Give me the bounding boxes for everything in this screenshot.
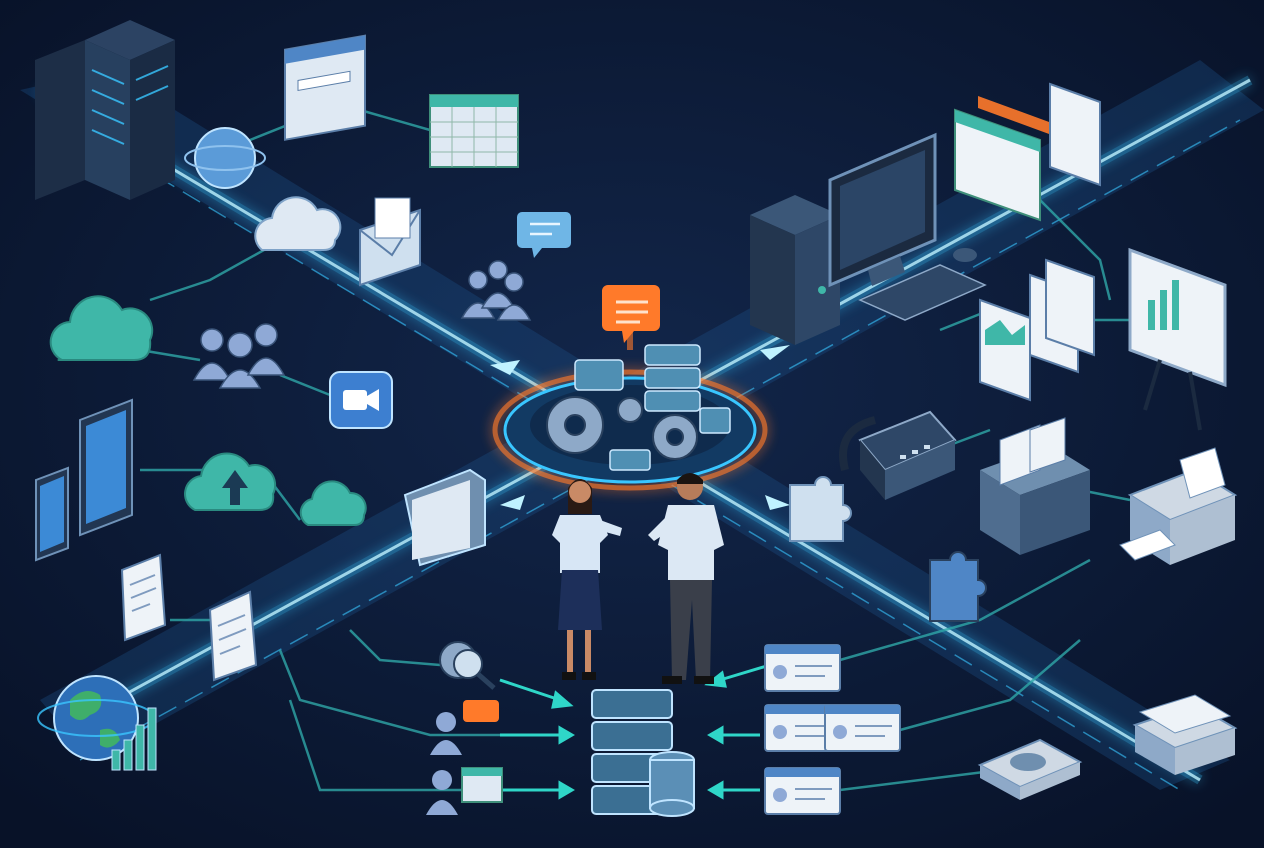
person-man <box>648 473 724 684</box>
cloud-icon <box>299 480 367 526</box>
user-group-icon <box>460 260 532 321</box>
document-icon <box>208 590 258 682</box>
hard-drive-icon <box>977 738 1083 800</box>
document-icon <box>120 553 167 642</box>
email-icon <box>359 197 421 287</box>
keyboard-icon <box>858 248 987 321</box>
gears-hub-icon <box>492 300 768 491</box>
desk-phone-icon <box>839 410 957 500</box>
person-woman <box>552 479 622 680</box>
chat-bubble-icon <box>517 212 571 258</box>
chat-bubble-icon <box>602 285 660 343</box>
earth-icon <box>37 675 155 761</box>
presentation-board-icon <box>1128 247 1227 431</box>
report-documents-icon <box>979 258 1095 402</box>
spreadsheet-icon <box>429 94 519 168</box>
gear-search-icon <box>439 641 496 690</box>
cloud-icon <box>49 295 154 361</box>
video-camera-icon <box>329 371 393 429</box>
globe-icon <box>184 127 266 189</box>
printer-icon <box>1119 447 1238 565</box>
user-chat-icon <box>430 700 499 755</box>
browser-window-icon <box>284 34 366 141</box>
bar-chart-icon <box>111 707 157 771</box>
monitor-icon <box>828 132 937 288</box>
user-group-icon <box>192 323 286 389</box>
puzzle-piece-icon <box>929 551 987 622</box>
scanner-icon <box>1132 694 1238 775</box>
flow-arrows <box>499 663 771 800</box>
server-rack-icon <box>35 20 175 200</box>
database-icon <box>591 689 695 817</box>
smartphone-icon <box>35 466 69 562</box>
cloud-upload-icon <box>184 452 277 511</box>
contact-card-icon <box>764 767 841 815</box>
beam-arrows <box>490 345 790 510</box>
folder-icon <box>403 468 486 567</box>
cloud-icon <box>254 196 342 252</box>
contact-card-icon <box>824 704 901 752</box>
spreadsheet-icon <box>954 82 1101 222</box>
puzzle-piece-icon <box>789 476 852 542</box>
people-collaborating-icon <box>552 473 724 684</box>
mail-tray-icon <box>980 417 1090 555</box>
contact-card-icon <box>764 644 841 692</box>
tablet-icon <box>79 398 133 537</box>
user-table-icon <box>426 767 503 815</box>
desktop-computer-icon <box>750 195 840 345</box>
